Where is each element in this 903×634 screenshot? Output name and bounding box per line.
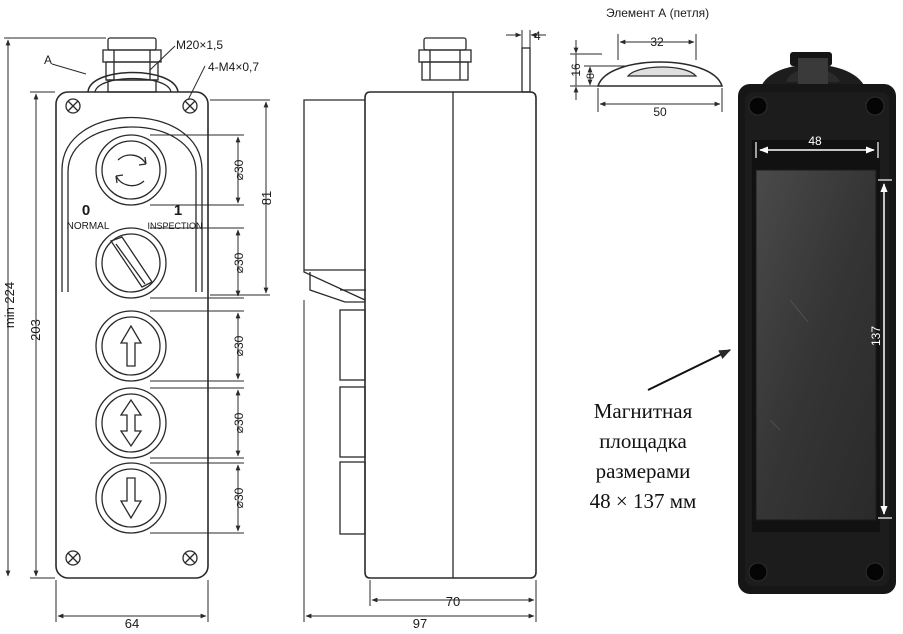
side-dimensions: [303, 30, 546, 622]
mount-hole-icon: [865, 96, 885, 116]
screws-label: 4-M4×0,7: [208, 60, 259, 74]
button-diameter-label: ⌀30: [232, 412, 246, 433]
button-diameter-label: ⌀30: [232, 252, 246, 273]
selector-right-text: INSPECTION: [147, 221, 202, 231]
button-diameter-label: ⌀30: [232, 159, 246, 180]
selector-right-number: 1: [174, 202, 182, 219]
spacing-label: 81: [259, 191, 274, 205]
element-a-top-width: 32: [650, 35, 664, 49]
element-a-height: 16: [569, 63, 583, 77]
up-button: [95, 310, 167, 382]
screw-icon: [65, 550, 81, 566]
screw-icon: [65, 98, 81, 114]
enclosure-side: [364, 91, 537, 579]
selector-left-number: 0: [82, 202, 90, 219]
front-height-label: 203: [28, 319, 43, 341]
mount-hole-icon: [865, 562, 885, 582]
loop-element-a: [87, 71, 179, 93]
pendant-back-photo: [738, 52, 896, 594]
mount-hole-icon: [748, 562, 768, 582]
selector-switch: [95, 227, 167, 299]
element-a-inner-height: 8: [585, 73, 597, 79]
arrow-up-down-icon: [119, 398, 143, 448]
magnetic-pad: [755, 169, 877, 521]
caption-arrow: [647, 349, 732, 391]
down-button: [95, 462, 167, 534]
front-view: [4, 37, 270, 622]
cable-gland: [102, 37, 162, 93]
front-min-height-label: min 224: [2, 282, 17, 328]
element-marker: A: [44, 53, 52, 67]
enclosure-front: [55, 91, 209, 579]
mount-hole-icon: [748, 96, 768, 116]
screw-icon: [182, 550, 198, 566]
photo-height-label: 137: [869, 326, 883, 346]
arrow-down-icon: [119, 477, 143, 520]
caption-line: размерами: [596, 459, 691, 483]
front-width-label: 64: [125, 616, 139, 631]
loop-profile: [596, 61, 724, 87]
element-a-bottom-width: 50: [653, 105, 667, 119]
button-diameter-label: ⌀30: [232, 487, 246, 508]
selector-left-text: NORMAL: [67, 221, 110, 232]
up-down-button: [95, 387, 167, 459]
button-diameter-label: ⌀30: [232, 335, 246, 356]
caption-line: площадка: [599, 429, 687, 453]
side-total-depth-label: 97: [413, 616, 427, 631]
element-a-title: Элемент А (петля): [606, 6, 709, 20]
bracket-label: 4: [534, 29, 541, 43]
arrow-up-icon: [119, 324, 143, 367]
photo-width-label: 48: [808, 134, 822, 148]
caption-line: Магнитная: [594, 399, 693, 423]
side-depth-label: 70: [446, 594, 460, 609]
element-a-detail: [570, 34, 724, 112]
front-dimensions: [4, 37, 270, 622]
emergency-stop-button: [95, 134, 167, 206]
screw-icon: [182, 98, 198, 114]
side-view: [303, 30, 546, 622]
caption-line: 48 × 137 мм: [590, 489, 697, 513]
gland-label: M20×1,5: [176, 38, 223, 52]
guard-arch: [61, 117, 203, 292]
